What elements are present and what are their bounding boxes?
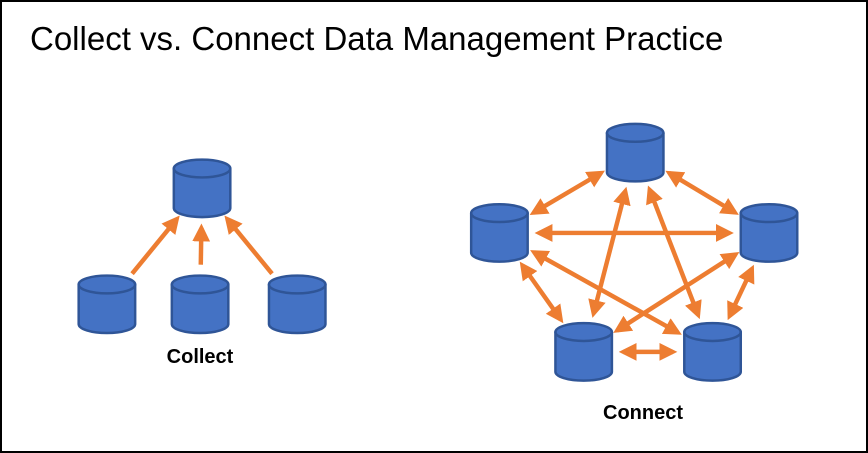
connect-arrow-5: [519, 261, 564, 324]
connect-arrow-1: [665, 170, 739, 215]
connect-arrow-8: [727, 264, 755, 321]
central-database-icon: [172, 158, 232, 219]
connect-label: Connect: [603, 402, 683, 424]
slide-title: Collect vs. Connect Data Management Prac…: [30, 20, 724, 57]
database-bottom-right-icon: [683, 321, 743, 382]
database-bottom-left-icon: [554, 321, 614, 382]
collect-arrow-2: [224, 215, 274, 276]
connect-arrow-0: [529, 170, 605, 215]
source-database-middle-icon: [170, 274, 230, 335]
collect-label: Collect: [166, 346, 234, 368]
database-top-icon: [605, 122, 665, 183]
connect-arrow-7: [613, 251, 740, 333]
source-database-left-icon: [77, 274, 137, 335]
source-database-right-icon: [267, 274, 327, 335]
collect-arrow-0: [130, 215, 180, 276]
database-left-icon: [469, 202, 529, 263]
database-right-icon: [739, 202, 799, 263]
collect-arrow-1: [192, 223, 211, 265]
